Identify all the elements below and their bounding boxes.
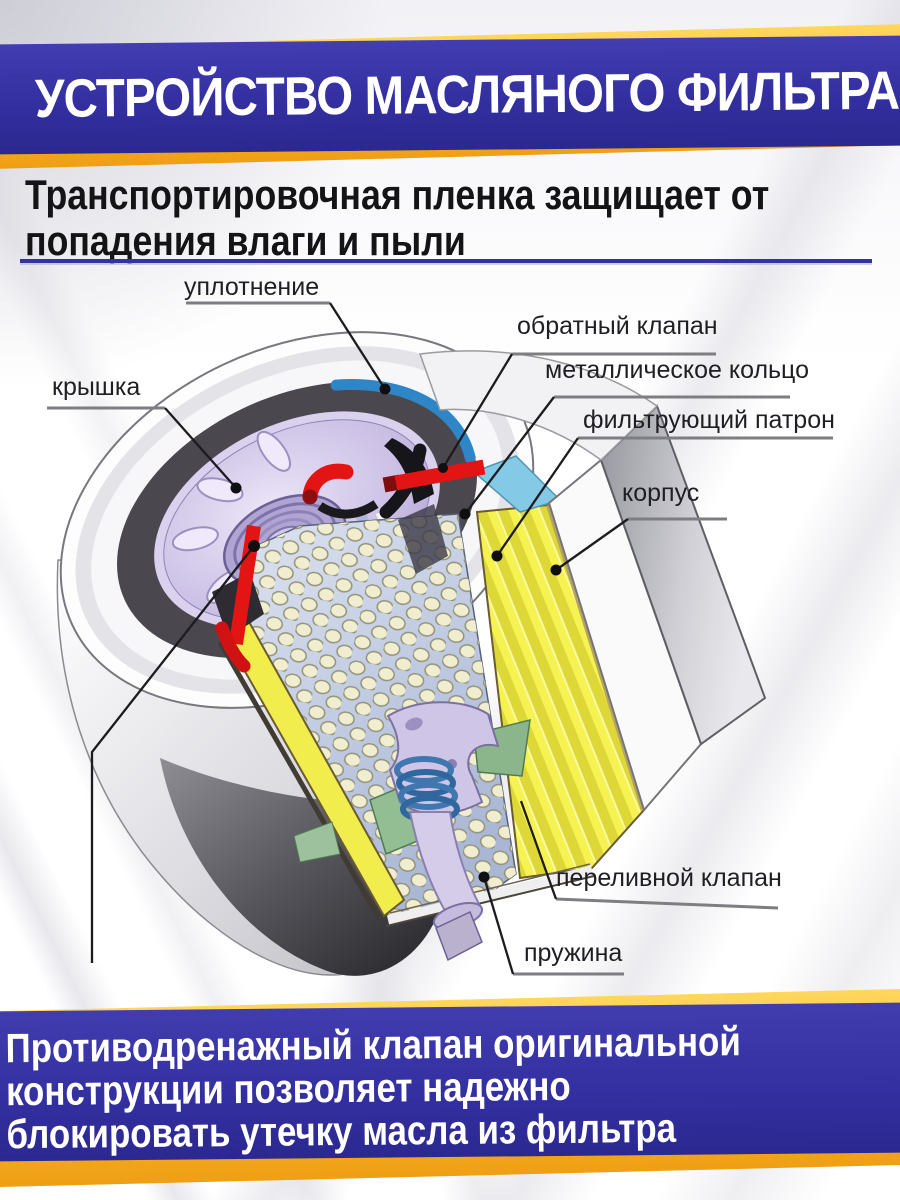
inner-blue-ring <box>330 379 476 464</box>
housing-rim-neck <box>418 350 659 461</box>
leader-cap <box>164 407 237 489</box>
label-overflow-valve: переливной клапан <box>556 864 782 892</box>
leader-check-valve <box>442 353 513 469</box>
bottom-blue-banner: Противодренажный клапан оригинальной кон… <box>0 1002 900 1162</box>
leader-spring <box>482 876 515 975</box>
intro-line-1: Транспортировочная пленка защищает от <box>25 171 770 218</box>
label-seal: уплотнение <box>184 273 320 301</box>
label-housing: корпус <box>622 479 700 507</box>
leader-metal-ring <box>464 396 555 515</box>
label-metal-ring: металлическое кольцо <box>545 356 810 384</box>
leader-housing <box>555 518 629 571</box>
bottom-line-1: Противодренажный клапан оригинальной <box>5 1018 741 1072</box>
label-underlines <box>47 301 833 976</box>
label-spring: пружина <box>524 939 623 967</box>
bottom-line-3: блокировать утечку масла из фильтра <box>6 1104 677 1158</box>
label-check-valve: обратный клапан <box>517 312 718 340</box>
bottom-banner-text: Противодренажный клапан оригинальной кон… <box>5 1003 871 1158</box>
underline-overflow-valve <box>555 897 779 910</box>
leader-seal <box>329 302 386 390</box>
cutaway-interior <box>212 350 767 962</box>
leader-filter-cartridge <box>496 437 579 557</box>
anti-drain-valve-red <box>215 459 486 673</box>
intro-line-2: попадения влаги и пыли <box>25 217 466 264</box>
shadow-wedge-center <box>398 504 448 574</box>
leader-dots <box>230 383 562 883</box>
intro-heading: Транспортировочная пленка защищает от по… <box>25 172 900 264</box>
bypass-valve-assembly <box>293 701 531 962</box>
leader-lines <box>90 302 629 975</box>
heading-divider-rule <box>20 259 872 263</box>
label-filter-cartridge: фильтрующий патрон <box>583 406 835 434</box>
label-cap: крышка <box>52 373 141 401</box>
leader-overflow-valve <box>519 800 558 900</box>
leader-anti-drain-valve <box>90 545 255 963</box>
